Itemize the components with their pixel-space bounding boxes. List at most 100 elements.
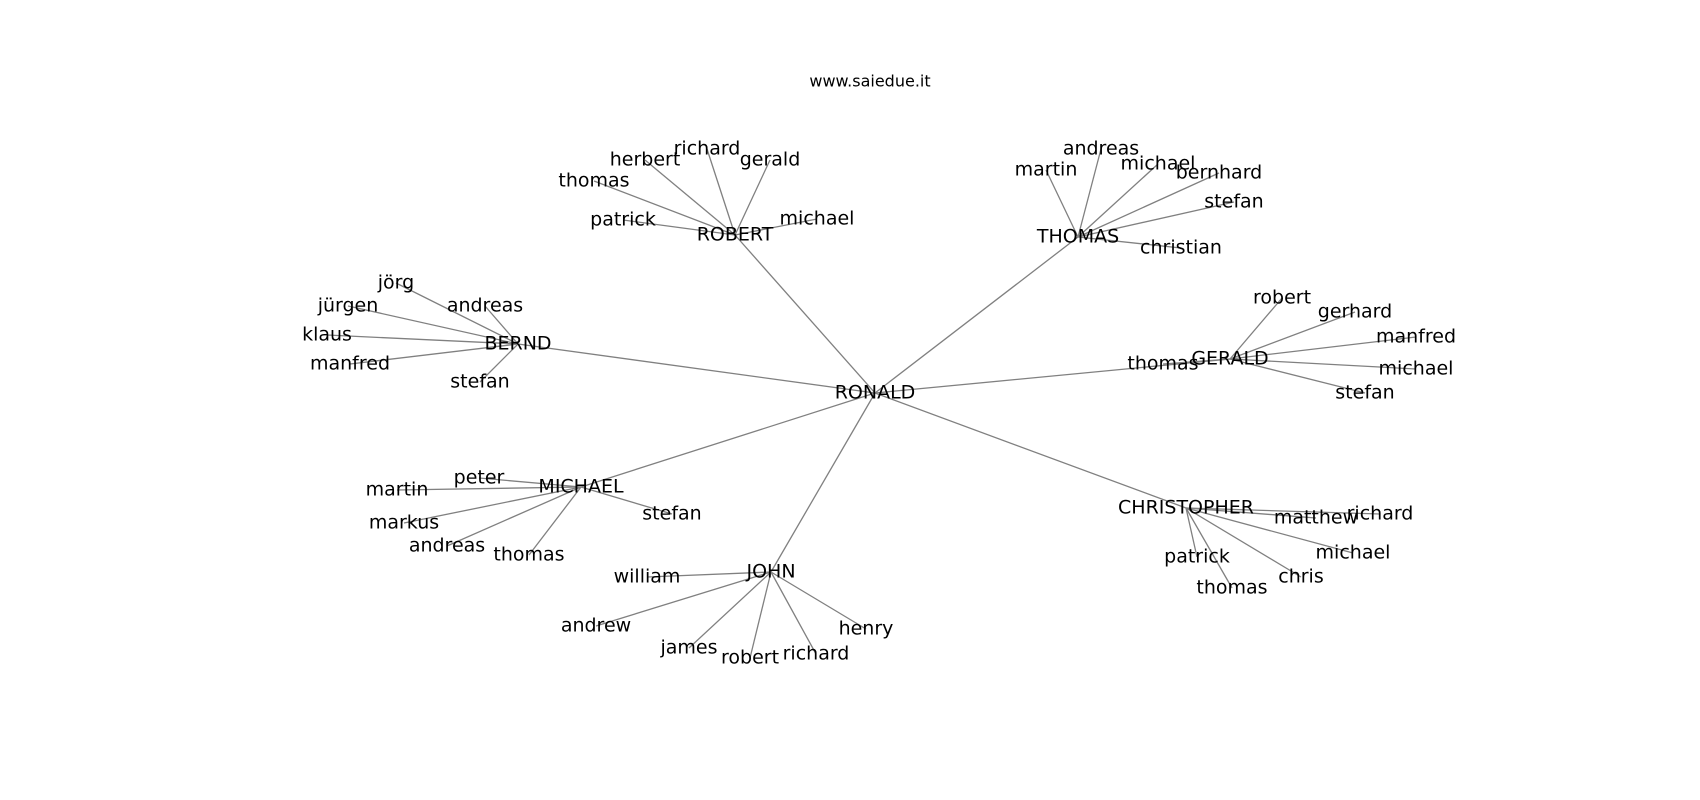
leaf-node-label: michael	[1379, 358, 1454, 380]
leaf-node-label: robert	[721, 647, 779, 669]
edge-thomas-1	[1045, 169, 1079, 238]
leaf-node-label: richard	[783, 643, 850, 665]
edge-michael-4	[528, 486, 582, 556]
edge-root-christopher	[874, 392, 1187, 509]
leaf-node-label: manfred	[1376, 326, 1456, 348]
watermark-title: www.saiedue.it	[809, 72, 930, 91]
leaf-node-label: martin	[366, 479, 429, 501]
edge-john-4	[770, 571, 817, 655]
edge-gerald-0	[1229, 297, 1283, 360]
edge-root-robert	[734, 234, 876, 394]
edge-robert-1	[706, 148, 736, 236]
branch-node-label: ROBERT	[697, 224, 774, 246]
leaf-node-label: herbert	[610, 149, 681, 171]
edge-thomas-3	[1077, 172, 1220, 238]
edge-root-bernd	[517, 343, 876, 394]
leaf-node-label: markus	[369, 512, 439, 534]
leaf-node-label: klaus	[302, 324, 352, 346]
edge-michael-1	[396, 486, 582, 491]
edge-john-2	[688, 571, 772, 649]
edge-john-3	[749, 571, 772, 659]
branch-node-label: CHRISTOPHER	[1118, 497, 1254, 519]
leaf-node-label: chris	[1278, 566, 1323, 588]
edge-gerald-2	[1229, 336, 1417, 360]
edge-robert-5	[734, 218, 818, 236]
leaf-node-label: martin	[1015, 159, 1078, 181]
leaf-node-label: christian	[1140, 237, 1222, 259]
leaf-node-label: andreas	[409, 535, 485, 557]
edge-gerald-5	[1229, 358, 1366, 394]
edge-gerald-3	[1162, 358, 1231, 365]
edge-root-michael	[580, 392, 876, 488]
leaf-node-label: thomas	[1196, 577, 1267, 599]
branch-node-label: THOMAS	[1036, 226, 1119, 248]
leaf-node-label: michael	[1121, 153, 1196, 175]
edge-christopher-5	[1185, 507, 1233, 589]
leaf-node-label: richard	[1347, 503, 1414, 525]
leaf-node-label: michael	[1316, 542, 1391, 564]
leaf-node-label: thomas	[1127, 353, 1198, 375]
branch-node-label: BERND	[484, 333, 551, 355]
edge-bernd-2	[484, 305, 519, 345]
edge-gerald-1	[1229, 311, 1356, 360]
edge-robert-2	[734, 159, 771, 236]
leaf-node-label: stefan	[1335, 382, 1394, 404]
edge-robert-4	[622, 219, 736, 236]
leaf-node-label: thomas	[558, 170, 629, 192]
root-node-label: RONALD	[835, 382, 916, 404]
leaf-node-label: stefan	[450, 371, 509, 393]
leaf-node-label: robert	[1253, 287, 1311, 309]
edge-bernd-5	[479, 343, 519, 383]
leaf-node-label: peter	[454, 467, 505, 489]
edge-bernd-3	[326, 334, 519, 345]
edge-michael-3	[446, 486, 582, 547]
branch-node-label: JOHN	[745, 561, 795, 583]
leaf-node-label: andreas	[447, 295, 523, 317]
leaf-node-label: jürgen	[317, 295, 379, 317]
leaf-node-label: thomas	[493, 544, 564, 566]
leaf-node-label: richard	[674, 138, 741, 160]
leaf-node-label: michael	[780, 208, 855, 230]
edge-root-john	[770, 392, 876, 573]
edge-gerald-4	[1229, 358, 1417, 370]
leaf-node-label: matthew	[1274, 507, 1358, 529]
leaf-node-label: patrick	[590, 209, 656, 231]
edge-michael-5	[580, 486, 673, 515]
edge-bernd-4	[349, 343, 519, 365]
leaf-node-label: andreas	[1063, 138, 1139, 160]
edge-bernd-1	[347, 305, 519, 345]
edge-michael-0	[478, 477, 582, 488]
edge-john-5	[770, 571, 867, 630]
edge-thomas-4	[1077, 201, 1235, 238]
edge-bernd-0	[395, 282, 519, 345]
leaf-node-label: james	[659, 637, 717, 659]
edge-thomas-2	[1077, 163, 1159, 238]
edge-christopher-4	[1185, 507, 1302, 578]
leaf-node-label: patrick	[1164, 546, 1230, 568]
leaf-node-label: gerald	[740, 149, 801, 171]
edge-john-0	[646, 571, 772, 578]
leaf-node-label: bernhard	[1176, 162, 1263, 184]
edge-robert-3	[593, 180, 736, 236]
leaf-node-label: gerhard	[1318, 301, 1392, 323]
leaf-node-label: stefan	[642, 503, 701, 525]
leaf-node-label: stefan	[1204, 191, 1263, 213]
leaf-node-label: william	[614, 566, 681, 588]
edge-michael-2	[403, 486, 582, 524]
edge-thomas-0	[1077, 148, 1102, 238]
edge-robert-0	[644, 159, 736, 236]
edge-thomas-5	[1077, 236, 1182, 249]
edge-christopher-2	[1185, 507, 1354, 554]
edge-john-1	[595, 571, 772, 627]
branch-node-label: MICHAEL	[538, 476, 624, 498]
edge-root-thomas	[874, 236, 1079, 394]
leaf-node-label: jörg	[377, 272, 414, 294]
leaf-node-label: manfred	[310, 353, 390, 375]
branch-node-label: GERALD	[1191, 348, 1268, 370]
edge-christopher-1	[1185, 507, 1381, 515]
leaf-node-label: henry	[839, 618, 894, 640]
edge-christopher-3	[1185, 507, 1198, 558]
edge-christopher-0	[1185, 507, 1317, 519]
